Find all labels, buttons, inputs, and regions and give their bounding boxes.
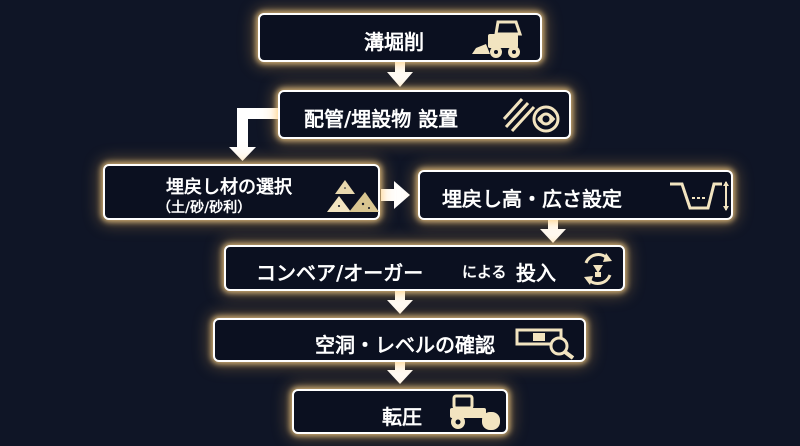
arrow-backfill-to-height [381, 189, 395, 201]
step-conveyor-auger-feed: コンベア/オーガー による 投入 [224, 245, 625, 291]
step-pipe-installation: 配管/埋設物 設置 [278, 90, 571, 139]
arrow-conveyor-to-check-head [387, 300, 413, 314]
step-trench-excavation: 溝堀削 [258, 13, 542, 62]
step-compaction: 転圧 [292, 389, 508, 434]
arrow-pipe-to-backfill-head [229, 147, 256, 161]
step-conveyor-label-end: 投入 [516, 261, 556, 285]
arrow-height-to-conveyor-head [540, 229, 566, 243]
rotation-arrows-icon [584, 253, 612, 285]
pipes-and-cable-reel-icon [502, 97, 560, 133]
step-conveyor-label-small: による [462, 263, 507, 281]
arrow-trench-to-pipe-head [387, 72, 413, 87]
step-backfill-label: 埋戻し材の選択 [166, 177, 292, 198]
step-void-level-check: 空洞・レベルの確認 [213, 318, 586, 362]
arrow-check-to-compaction [395, 362, 405, 371]
arrow-pipe-to-backfill-v [237, 108, 248, 148]
step-backfill-sublabel: （土/砂/砂利） [157, 200, 252, 216]
arrow-conveyor-to-check [395, 291, 405, 301]
arrow-pipe-to-backfill-h [237, 108, 279, 119]
step-height-label: 埋戻し高・広さ設定 [442, 187, 622, 211]
arrow-trench-to-pipe [395, 62, 405, 74]
step-check-label: 空洞・レベルの確認 [315, 333, 495, 357]
skid-steer-loader-icon [472, 20, 523, 58]
arrow-check-to-compaction-head [387, 370, 413, 384]
arrow-height-to-conveyor [548, 220, 558, 231]
step-trench-label: 溝堀削 [364, 30, 424, 54]
soil-piles-icon [327, 180, 379, 212]
step-backfill-material: 埋戻し材の選択 （土/砂/砂利） [103, 164, 380, 220]
trench-dimension-icon [670, 181, 729, 211]
road-roller-icon [450, 394, 500, 430]
step-conveyor-label-main: コンベア/オーガー [256, 261, 424, 285]
step-pipe-label: 配管/埋設物 設置 [304, 107, 459, 131]
step-compaction-label: 転圧 [382, 405, 422, 429]
step-backfill-height-setting: 埋戻し高・広さ設定 [418, 170, 733, 220]
level-magnifier-icon [515, 328, 575, 360]
arrow-backfill-to-height-head [394, 181, 410, 209]
